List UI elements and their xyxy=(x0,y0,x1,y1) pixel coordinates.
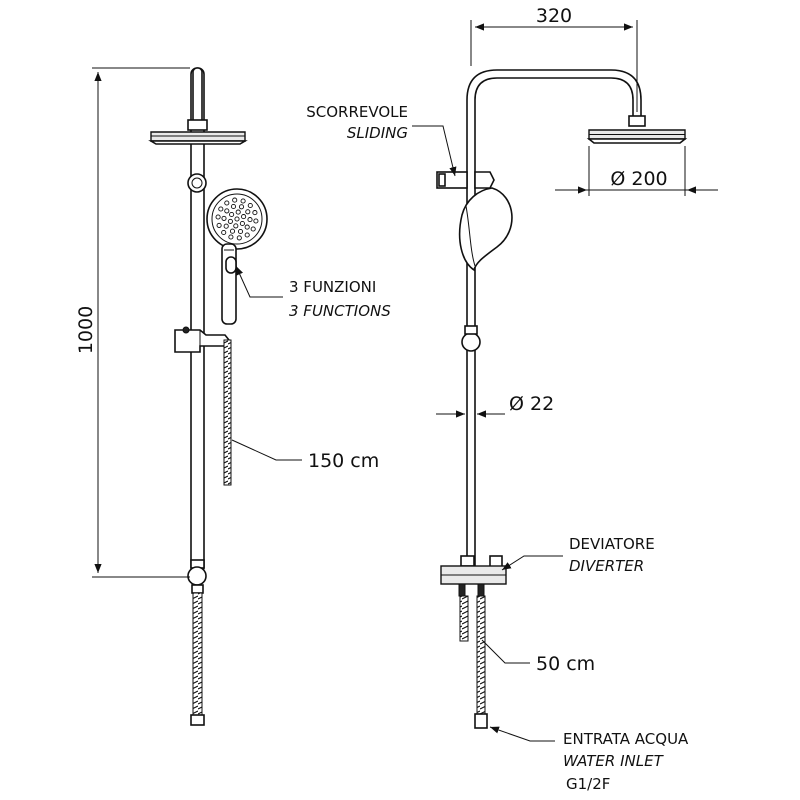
spray-nozzle xyxy=(241,214,247,220)
labels: 1000 320 Ø 200 Ø 22 SCORREVOLE SLIDING 3… xyxy=(75,5,689,793)
spray-nozzle xyxy=(229,228,236,234)
spray-nozzle xyxy=(215,214,221,220)
inlet-hose-front xyxy=(192,592,203,716)
head-diameter-label: Ø 200 xyxy=(610,168,667,190)
side-view xyxy=(436,20,718,729)
spray-nozzle xyxy=(244,224,250,230)
spray-nozzle xyxy=(238,204,245,210)
spray-nozzle xyxy=(224,200,230,206)
spray-nozzle xyxy=(233,223,239,229)
diverter xyxy=(440,555,507,597)
spray-nozzle xyxy=(236,235,242,241)
spray-nozzle xyxy=(218,206,224,212)
functions-label-en: 3 FUNCTIONS xyxy=(289,302,391,320)
diverter-label-it: DEVIATORE xyxy=(569,535,655,553)
leader-lines xyxy=(231,125,563,742)
spray-nozzle xyxy=(244,232,250,238)
spray-nozzle xyxy=(227,218,233,224)
spray-nozzle xyxy=(234,216,240,222)
head-diameter-dimension xyxy=(555,146,718,196)
height-dimension xyxy=(92,67,190,578)
spray-nozzle xyxy=(247,202,253,209)
spray-nozzle xyxy=(239,220,245,227)
hand-shower-holder xyxy=(187,173,207,193)
spray-nozzle xyxy=(224,208,230,214)
spray-nozzle xyxy=(237,228,244,235)
spray-nozzle xyxy=(232,197,238,203)
bar-diameter-label: Ø 22 xyxy=(509,393,554,415)
overhead-shower-icon xyxy=(148,119,248,145)
sliding-label-en: SLIDING xyxy=(347,124,408,142)
inlet-hose-short xyxy=(459,595,469,642)
spray-nozzle xyxy=(245,209,251,215)
diverter-label-en: DIVERTER xyxy=(569,557,644,575)
hand-shower-side xyxy=(458,187,513,272)
spray-nozzle xyxy=(235,209,241,215)
height-label: 1000 xyxy=(75,306,97,354)
spray-nozzle xyxy=(250,226,256,232)
spray-nozzle xyxy=(221,229,227,236)
spray-nozzle xyxy=(253,218,259,224)
spray-nozzle xyxy=(216,222,222,228)
sliding-label-it: SCORREVOLE xyxy=(306,103,408,121)
functions-label-it: 3 FUNZIONI xyxy=(289,278,376,296)
sliding-holder xyxy=(174,326,230,353)
front-view xyxy=(92,67,268,726)
spray-nozzle xyxy=(240,198,246,204)
water-inlet-label-en: WATER INLET xyxy=(563,752,665,770)
bottom-connector xyxy=(187,559,207,594)
width-label: 320 xyxy=(536,5,572,27)
overhead-shower-icon xyxy=(586,115,688,144)
spray-nozzle xyxy=(229,211,235,218)
sliding-bracket xyxy=(436,171,495,189)
water-inlet-thread-label: G1/2F xyxy=(566,775,610,793)
spray-nozzle xyxy=(228,234,234,240)
spray-nozzle xyxy=(230,203,237,210)
spray-nozzle xyxy=(247,217,253,223)
hand-hose xyxy=(223,339,232,486)
inlet-hose-long xyxy=(476,595,486,715)
inlet-hose-length-label: 50 cm xyxy=(536,653,595,675)
hand-shower-icon xyxy=(206,188,268,325)
width-dimension xyxy=(470,20,638,112)
water-inlet-label-it: ENTRATA ACQUA xyxy=(563,730,689,748)
spray-nozzle xyxy=(223,223,229,229)
hose-length-label: 150 cm xyxy=(308,450,379,472)
spray-nozzle xyxy=(221,215,227,221)
spray-nozzle xyxy=(252,210,258,216)
overhead-arm xyxy=(466,69,642,574)
